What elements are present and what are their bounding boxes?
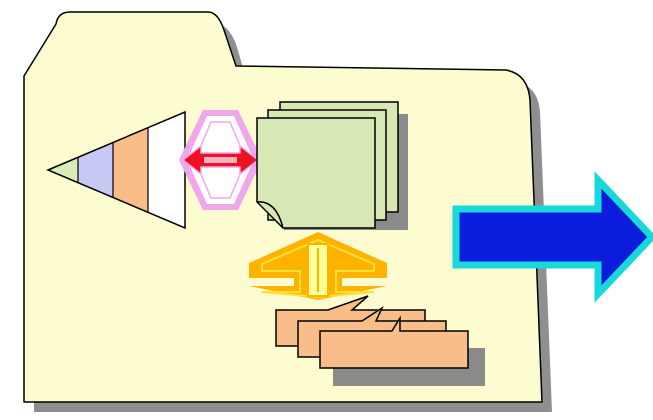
right-arrow-shape	[452, 171, 653, 303]
stacked-pages-icon	[256, 101, 408, 230]
page-fold	[256, 201, 284, 229]
stacked-cards-icon	[275, 295, 485, 386]
triangle-base-segment	[148, 112, 185, 228]
triangle-tip-segment	[48, 157, 78, 183]
triangle-purple-segment	[78, 142, 113, 198]
page-front	[256, 117, 376, 229]
layered-triangle-icon	[46, 110, 186, 230]
triangle-orange-segment	[113, 127, 148, 213]
card-front	[319, 315, 469, 369]
red-arrow-highlight	[204, 157, 237, 163]
orange-bidirectional-arrow-icon	[249, 232, 387, 300]
right-arrow-icon	[452, 171, 653, 303]
